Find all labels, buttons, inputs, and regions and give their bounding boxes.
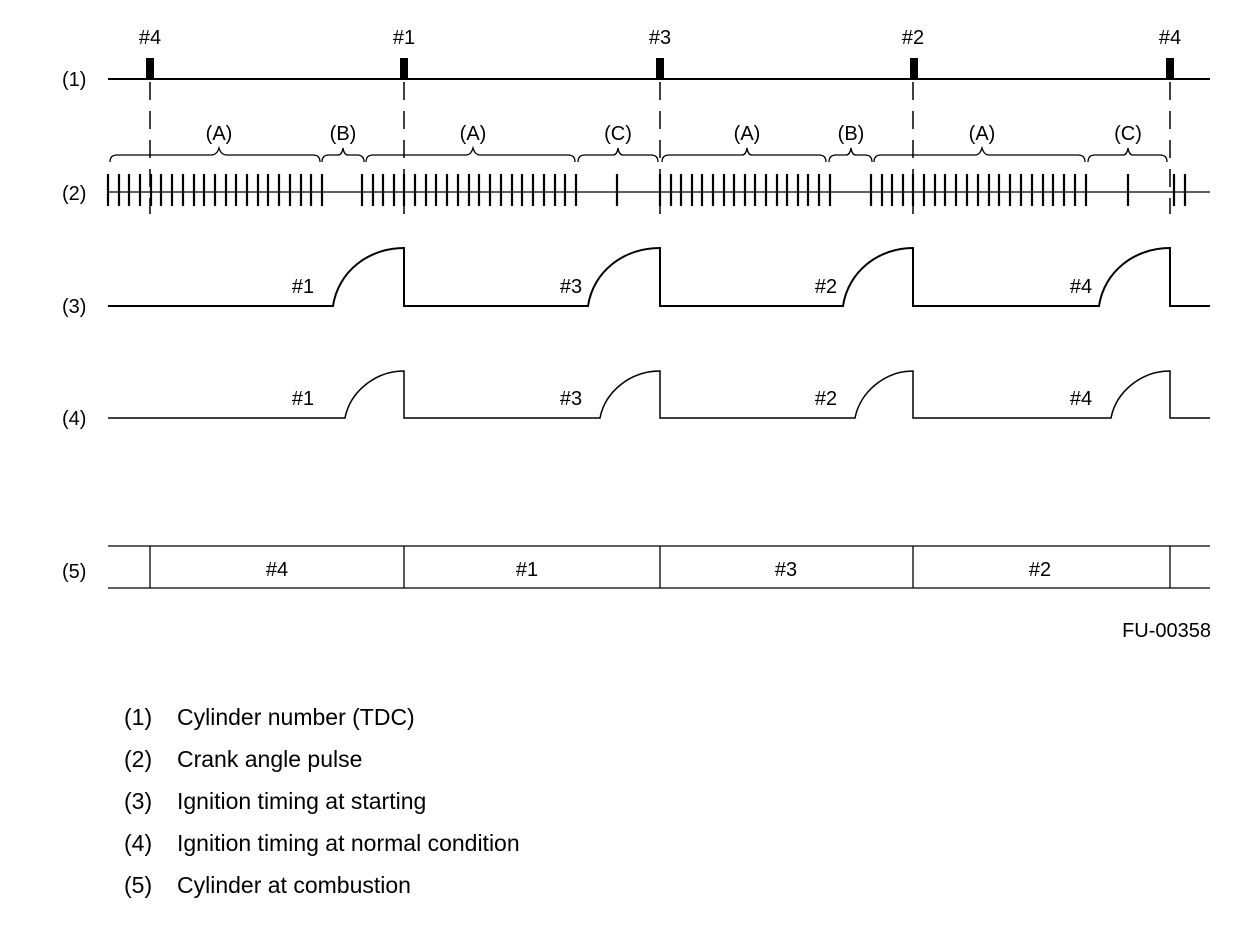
section-label: (B) <box>330 123 357 145</box>
legend-item: (5) Cylinder at combustion <box>124 872 520 914</box>
tdc-marker: #3 <box>649 27 671 79</box>
legend-text: Ignition timing at normal condition <box>177 830 520 856</box>
tdc-marker: #4 <box>139 27 161 79</box>
combustion-cell: #4 <box>266 559 288 581</box>
combustion-cell: #2 <box>1029 559 1051 581</box>
ignition-start-label: #4 <box>1070 276 1092 298</box>
section-label: (C) <box>604 123 632 145</box>
tdc-marker: #1 <box>393 27 415 79</box>
ignition-normal-label: #3 <box>560 388 582 410</box>
legend-item: (3) Ignition timing at starting <box>124 788 520 830</box>
legend-number: (5) <box>124 872 153 898</box>
legend-number: (1) <box>124 704 153 730</box>
ignition-start-label: #3 <box>560 276 582 298</box>
ignition-normal-label: #2 <box>815 388 837 410</box>
row-label-1: (1) <box>62 69 86 91</box>
ignition-normal-label: #4 <box>1070 388 1092 410</box>
ignition-start-label: #2 <box>815 276 837 298</box>
legend-text: Ignition timing at starting <box>177 788 427 814</box>
tdc-markers: #4 #1 #3 #2 #4 <box>139 27 1181 79</box>
legend-number: (2) <box>124 746 153 772</box>
tdc-label: #2 <box>902 27 924 49</box>
row-label-2: (2) <box>62 183 86 205</box>
row-label-5: (5) <box>62 561 86 583</box>
legend-item: (1) Cylinder number (TDC) <box>124 704 520 746</box>
section-label: (A) <box>460 123 487 145</box>
combustion-cell: #1 <box>516 559 538 581</box>
tdc-label: #1 <box>393 27 415 49</box>
legend-item: (2) Crank angle pulse <box>124 746 520 788</box>
section-labels: (A) (B) (A) (C) (A) (B) (A) (C) <box>206 123 1142 145</box>
section-label: (A) <box>206 123 233 145</box>
legend: (1) Cylinder number (TDC) (2) Crank angle … <box>124 704 520 914</box>
brace <box>661 147 827 163</box>
legend-item: (4) Ignition timing at normal condition <box>124 830 520 872</box>
ignition-start-label: #1 <box>292 276 314 298</box>
legend-number: (4) <box>124 830 153 856</box>
brace <box>577 147 659 163</box>
row-label-3: (3) <box>62 296 86 318</box>
brace <box>873 145 1086 163</box>
row-label-4: (4) <box>62 408 86 430</box>
legend-number: (3) <box>124 788 153 814</box>
ignition-normal-label: #1 <box>292 388 314 410</box>
brace <box>365 145 576 163</box>
figure-code: FU-00358 <box>1122 620 1211 642</box>
section-label: (B) <box>838 123 865 145</box>
tdc-marker: #4 <box>1159 27 1181 79</box>
legend-text: Crank angle pulse <box>177 746 363 772</box>
brace <box>321 147 365 163</box>
section-label: (A) <box>734 123 761 145</box>
legend-text: Cylinder number (TDC) <box>177 704 415 730</box>
section-braces <box>109 145 1168 163</box>
tdc-label: #3 <box>649 27 671 49</box>
tdc-marker: #2 <box>902 27 924 79</box>
tdc-label: #4 <box>1159 27 1181 49</box>
brace <box>828 147 873 163</box>
legend-text: Cylinder at combustion <box>177 872 411 898</box>
section-label: (A) <box>969 123 996 145</box>
tdc-label: #4 <box>139 27 161 49</box>
combustion-cell: #3 <box>775 559 797 581</box>
brace <box>1087 147 1168 163</box>
tdc-dashed-lines <box>149 82 1171 214</box>
section-label: (C) <box>1114 123 1142 145</box>
brace <box>109 145 321 163</box>
crank-pulses <box>106 174 1187 206</box>
ignition-start-waveform <box>108 246 1210 307</box>
ignition-normal-waveform <box>108 370 1210 419</box>
combustion-strip <box>108 545 1210 589</box>
